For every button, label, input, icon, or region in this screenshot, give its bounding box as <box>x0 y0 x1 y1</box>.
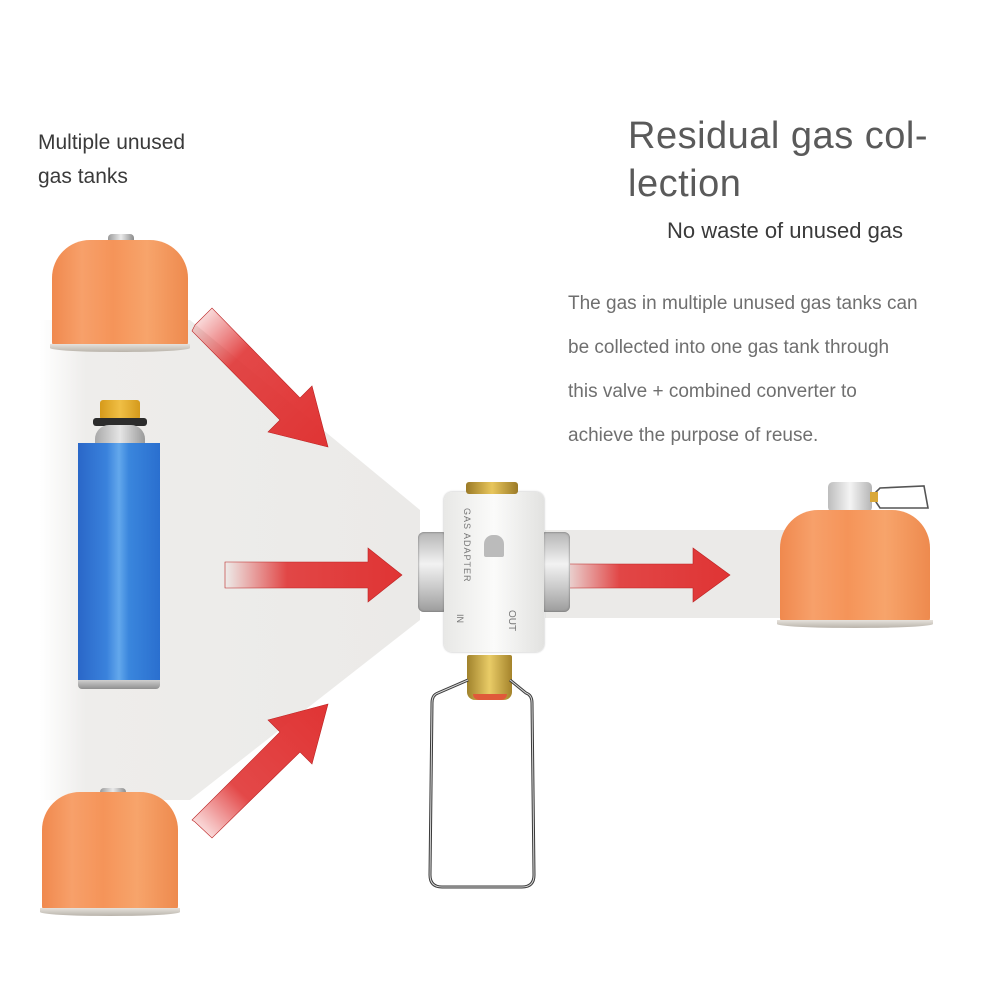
description: The gas in multiple unused gas tanks can… <box>568 282 988 458</box>
arrow-down-right-icon <box>191 307 329 448</box>
valve-handle-icon <box>870 485 929 509</box>
adapter-brass-connector <box>467 655 512 700</box>
arrow-right-output-icon <box>559 547 731 603</box>
canister-body <box>780 510 930 624</box>
title-line2: lection <box>628 163 742 205</box>
subtitle: No waste of unused gas <box>667 218 904 243</box>
canister-rim <box>50 344 190 352</box>
adapter-body <box>444 492 544 652</box>
adapter-out-label: OUT <box>506 610 517 632</box>
title-line1: Residual gas col- <box>628 115 928 157</box>
canister-shoulder <box>95 425 145 445</box>
canister-cap <box>100 400 140 420</box>
arrow-up-right-icon <box>191 703 329 839</box>
canister-body <box>52 240 188 348</box>
description-line: The gas in multiple unused gas tanks can <box>568 293 918 314</box>
tanks-label-line2: gas tanks <box>38 165 128 188</box>
canister-rim <box>777 620 933 628</box>
canister-body <box>42 792 178 912</box>
canister-ring <box>93 418 147 426</box>
canister-rim <box>40 908 180 916</box>
adapter-port-in <box>418 532 448 612</box>
page-title: Residual gas col- lection <box>628 112 928 208</box>
adapter-in-label: IN <box>455 614 465 623</box>
canister-base <box>78 680 160 689</box>
description-line: this valve + combined converter to <box>568 381 857 402</box>
canister-body <box>78 443 160 683</box>
adapter-logo-icon <box>484 535 504 557</box>
adapter-label: GAS ADAPTER <box>462 508 472 583</box>
canister-valve-icon <box>108 234 134 244</box>
description-line: achieve the purpose of reuse. <box>568 425 819 446</box>
canister-valve-icon <box>828 482 872 512</box>
wire-handle-icon <box>428 678 536 889</box>
adapter-seal <box>473 694 507 700</box>
tanks-label-line1: Multiple unused <box>38 131 186 154</box>
description-line: be collected into one gas tank through <box>568 337 890 358</box>
adapter-brass-valve <box>466 482 518 494</box>
adapter-port-out <box>540 532 570 612</box>
tanks-label: Multiple unused gas tanks <box>38 126 185 194</box>
arrow-right-icon <box>224 547 403 603</box>
